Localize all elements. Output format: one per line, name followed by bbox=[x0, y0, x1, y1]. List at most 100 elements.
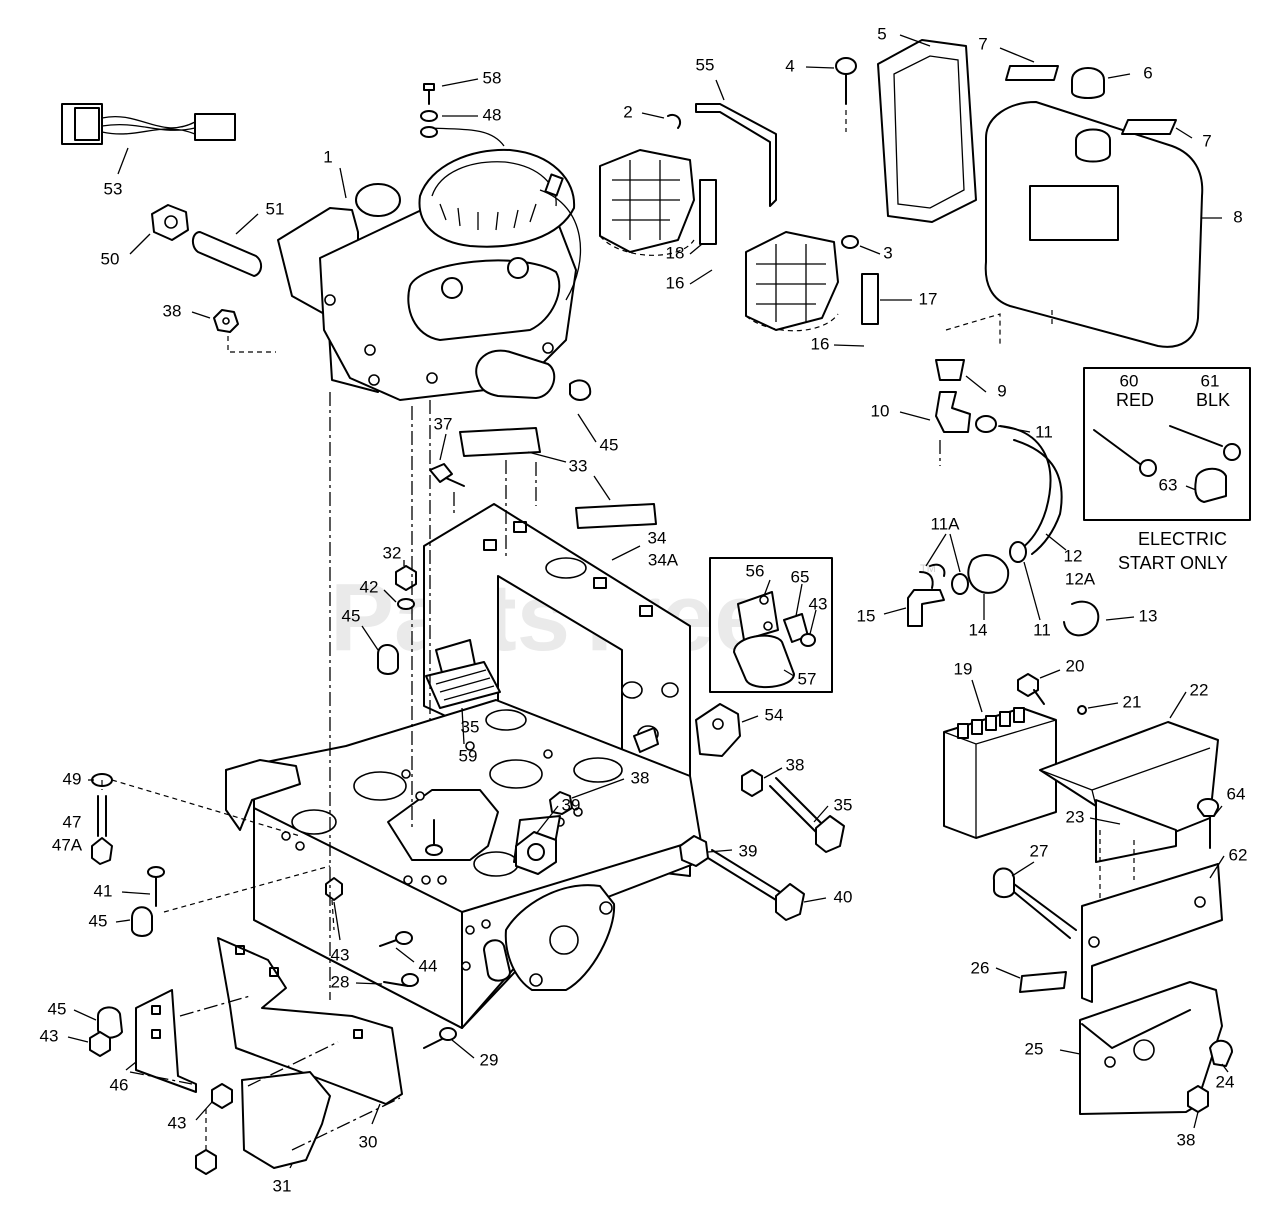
callout-c51: 51 bbox=[266, 199, 285, 218]
callout-c43b: 43 bbox=[40, 1026, 59, 1045]
wire-connector-part-53 bbox=[61, 103, 236, 175]
callout-c64: 64 bbox=[1227, 784, 1246, 803]
detail-inset bbox=[709, 557, 833, 693]
callout-c65: 65 bbox=[791, 567, 810, 586]
fuel-line-parts bbox=[883, 359, 1135, 637]
callout-c18: 18 bbox=[666, 243, 685, 262]
callout-c3: 3 bbox=[883, 243, 892, 262]
chassis-base bbox=[225, 699, 759, 1029]
frame-fasteners bbox=[361, 379, 657, 875]
callout-c11b: 11 bbox=[1033, 620, 1051, 639]
callout-c42: 42 bbox=[360, 577, 379, 596]
callout-c53: 53 bbox=[104, 179, 123, 198]
right-side-bolts bbox=[679, 767, 845, 921]
screw-washer-parts-58-48 bbox=[420, 78, 479, 138]
callout-c39b: 39 bbox=[739, 841, 758, 860]
callout-c7a: 7 bbox=[978, 34, 987, 53]
callout-c33: 33 bbox=[569, 456, 588, 475]
callout-c48: 48 bbox=[483, 105, 502, 124]
callout-c8: 8 bbox=[1233, 207, 1242, 226]
nut-and-stud-parts-50-51 bbox=[129, 204, 262, 277]
callout-c62: 62 bbox=[1229, 845, 1248, 864]
callout-c32: 32 bbox=[383, 543, 402, 562]
callout-c30: 30 bbox=[359, 1132, 378, 1151]
callout-c40: 40 bbox=[834, 887, 853, 906]
callout-c61: 61 bbox=[1201, 371, 1220, 390]
assembly-lines bbox=[129, 392, 941, 1151]
callout-c45a: 45 bbox=[600, 435, 619, 454]
callout-c14: 14 bbox=[969, 620, 988, 639]
callout-c11A: 11A bbox=[931, 514, 961, 533]
callout-c43c: 43 bbox=[168, 1113, 187, 1132]
inset-blk-label: BLK bbox=[1196, 390, 1230, 410]
callout-c31: 31 bbox=[273, 1176, 292, 1195]
callout-c50: 50 bbox=[101, 249, 120, 268]
nut-part-38-engine bbox=[191, 309, 276, 353]
callout-c16b: 16 bbox=[811, 334, 830, 353]
callout-c10: 10 bbox=[871, 401, 890, 420]
callout-c44: 44 bbox=[419, 956, 438, 975]
callout-c43a: 43 bbox=[331, 945, 350, 964]
electric-start-inset: RED BLK ELECTRIC START ONLY bbox=[1083, 367, 1251, 573]
callout-c24: 24 bbox=[1216, 1072, 1235, 1091]
callout-c27: 27 bbox=[1030, 841, 1049, 860]
callout-c23: 23 bbox=[1066, 807, 1085, 826]
callout-c17: 17 bbox=[919, 289, 938, 308]
callout-c25: 25 bbox=[1025, 1039, 1044, 1058]
callout-c63: 63 bbox=[1159, 475, 1178, 494]
callout-c57: 57 bbox=[798, 669, 817, 688]
callout-c56: 56 bbox=[746, 561, 765, 580]
callout-c47A: 47A bbox=[52, 835, 83, 854]
callout-c43d: 43 bbox=[809, 594, 828, 613]
callout-c12A: 12A bbox=[1065, 569, 1096, 588]
callout-c12: 12 bbox=[1064, 546, 1083, 565]
callout-c26: 26 bbox=[971, 958, 990, 977]
engine-part-1 bbox=[277, 127, 582, 401]
callout-c21: 21 bbox=[1123, 692, 1142, 711]
left-side-fasteners bbox=[88, 773, 331, 937]
callout-c38c: 38 bbox=[786, 755, 805, 774]
callout-c13: 13 bbox=[1139, 606, 1158, 625]
callout-c37: 37 bbox=[434, 414, 453, 433]
battery-cover-parts-22-23 bbox=[1039, 691, 1219, 863]
inset-note-line1: ELECTRIC bbox=[1138, 529, 1227, 549]
battery-part-19 bbox=[943, 669, 1119, 839]
callout-c20: 20 bbox=[1066, 656, 1085, 675]
inset-note-line2: START ONLY bbox=[1118, 553, 1228, 573]
carburetor-assemblies bbox=[599, 79, 912, 347]
callout-c46: 46 bbox=[110, 1075, 129, 1094]
callout-c38a: 38 bbox=[163, 301, 182, 320]
callout-c2: 2 bbox=[623, 102, 632, 121]
callout-c38d: 38 bbox=[1177, 1130, 1196, 1149]
callout-c41: 41 bbox=[94, 881, 113, 900]
inset-red-label: RED bbox=[1116, 390, 1154, 410]
callout-c58: 58 bbox=[483, 68, 502, 87]
callout-c9: 9 bbox=[997, 381, 1006, 400]
callout-c7b: 7 bbox=[1202, 131, 1211, 150]
callout-c39a: 39 bbox=[562, 795, 581, 814]
callout-c19: 19 bbox=[954, 659, 973, 678]
callout-c55: 55 bbox=[696, 55, 715, 74]
callout-c54: 54 bbox=[765, 705, 784, 724]
callout-c35b: 35 bbox=[834, 795, 853, 814]
callout-c11a: 11 bbox=[1035, 422, 1053, 441]
callout-c38b: 38 bbox=[631, 768, 650, 787]
callout-c45d: 45 bbox=[48, 999, 67, 1018]
callout-c1: 1 bbox=[323, 147, 332, 166]
callout-c6: 6 bbox=[1143, 63, 1152, 82]
callout-c59: 59 bbox=[459, 746, 478, 765]
callout-labels: 123456778910111111A1212A1314151616171819… bbox=[40, 24, 1248, 1195]
callout-c16a: 16 bbox=[666, 273, 685, 292]
fuel-tank-assembly bbox=[805, 34, 1222, 348]
callout-c34A: 34A bbox=[648, 550, 679, 569]
callout-c49: 49 bbox=[63, 769, 82, 788]
callout-c29: 29 bbox=[480, 1050, 499, 1069]
callout-c5: 5 bbox=[877, 24, 886, 43]
battery-bracket-parts bbox=[992, 798, 1233, 1129]
callout-c34: 34 bbox=[648, 528, 667, 547]
callout-c45c: 45 bbox=[89, 911, 108, 930]
callout-c15: 15 bbox=[857, 606, 876, 625]
callout-c22: 22 bbox=[1190, 680, 1209, 699]
callout-c35a: 35 bbox=[461, 717, 480, 736]
